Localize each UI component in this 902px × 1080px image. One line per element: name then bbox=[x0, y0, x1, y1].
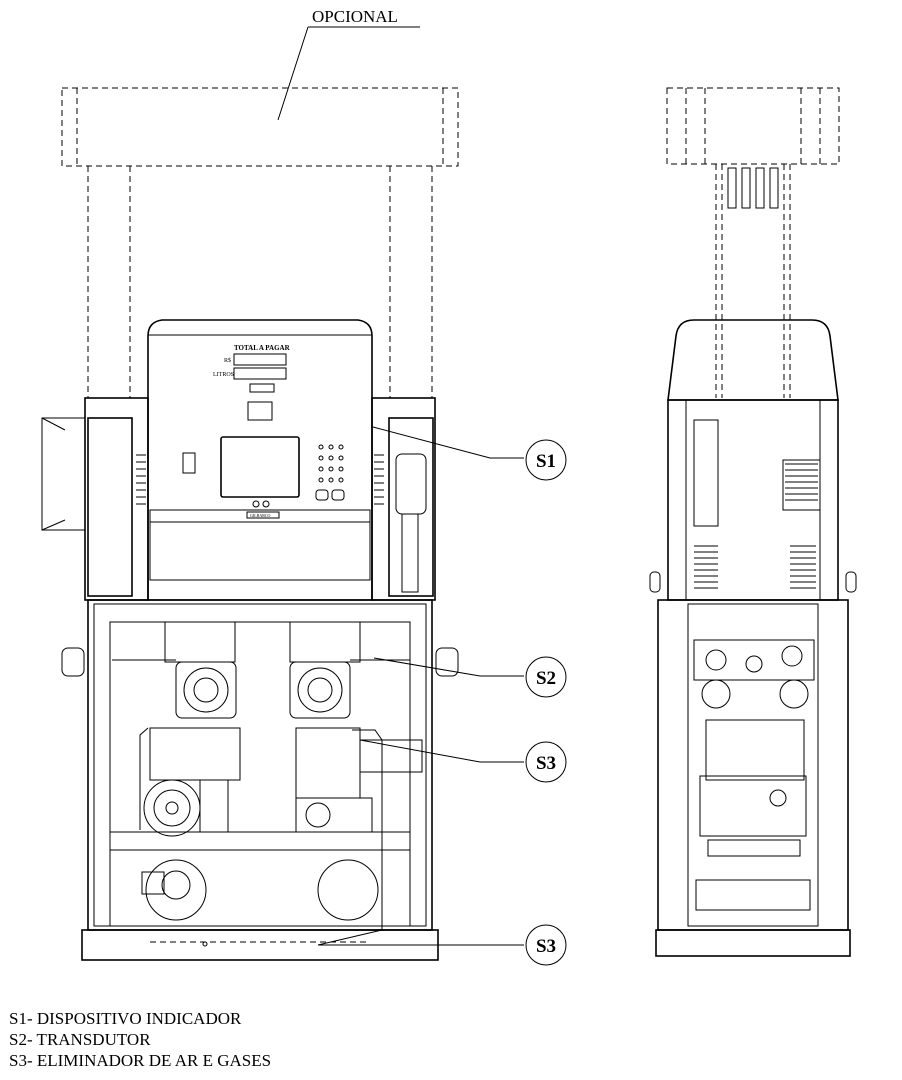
hydraulic-cabinet bbox=[61, 599, 459, 961]
optional-label: OPCIONAL bbox=[312, 7, 398, 26]
callout-s2-label: S2 bbox=[536, 668, 556, 689]
callout-leaders bbox=[318, 426, 524, 946]
brand-plate bbox=[246, 511, 280, 519]
display-header: TOTAL A PAGAR bbox=[234, 344, 291, 352]
callout-s3-upper-label: S3 bbox=[536, 753, 556, 774]
dispenser-head: TOTAL A PAGAR R$ LITROS bbox=[147, 319, 373, 601]
callout-s2: S2 bbox=[525, 656, 567, 698]
callout-s1-label: S1 bbox=[536, 451, 556, 472]
legend: S1- DISPOSITIVO INDICADOR S2- TRANSDUTOR… bbox=[9, 1008, 609, 1071]
callout-s3-lower-label: S3 bbox=[536, 936, 556, 957]
side-optional-canopy bbox=[666, 87, 840, 398]
side-columns bbox=[41, 397, 436, 601]
display-volume-label: LITROS bbox=[213, 372, 234, 378]
optional-canopy bbox=[61, 26, 459, 398]
callout-s3-lower: S3 bbox=[525, 924, 567, 966]
callout-s1: S1 bbox=[525, 439, 567, 481]
lcd-screen bbox=[220, 436, 300, 498]
brand-plate-text: GILBARCO bbox=[250, 513, 271, 518]
fuel-dispenser-diagram: OPCIONAL TOTAL A PAGAR R$ LITROS bbox=[41, 7, 857, 966]
legend-item-s2: S2- TRANSDUTOR bbox=[9, 1030, 151, 1049]
display-currency-label: R$ bbox=[224, 357, 231, 364]
side-view bbox=[649, 87, 857, 957]
front-view: OPCIONAL TOTAL A PAGAR R$ LITROS bbox=[41, 7, 459, 961]
legend-item-s3: S3- ELIMINADOR DE AR E GASES bbox=[9, 1051, 272, 1070]
legend-item-s1: S1- DISPOSITIVO INDICADOR bbox=[9, 1009, 242, 1028]
keypad bbox=[315, 444, 345, 501]
price-digits bbox=[233, 353, 287, 393]
callout-s3-upper: S3 bbox=[525, 741, 567, 783]
